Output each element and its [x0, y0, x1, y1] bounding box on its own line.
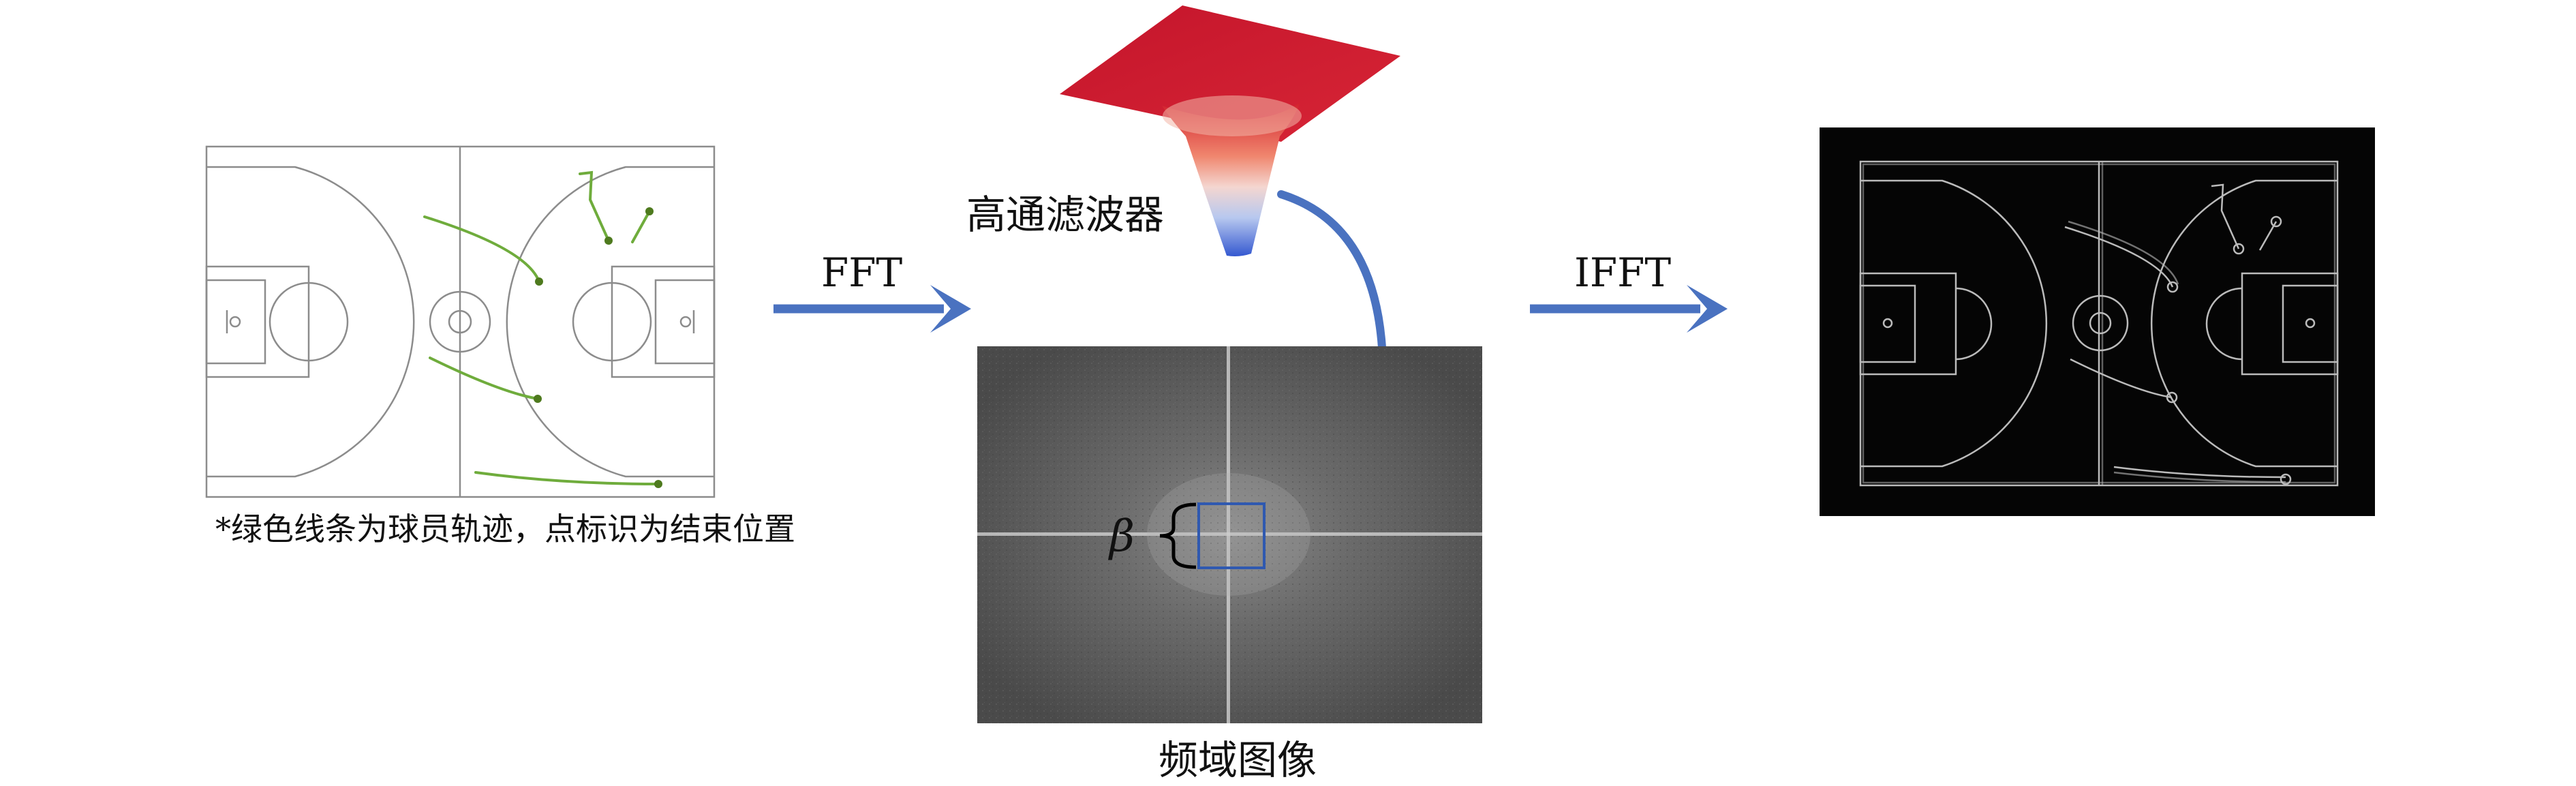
filtered-court-edges-icon [1820, 127, 2375, 516]
fft-arrow [773, 285, 971, 333]
fft-spectrum-image-icon [977, 346, 1482, 723]
beta-region-box [1197, 502, 1266, 569]
court-note: *绿色线条为球员轨迹，点标识为结束位置 [215, 511, 795, 547]
trajectory-2 [579, 170, 610, 242]
trajectory-4 [429, 357, 539, 400]
frequency-image-label: 频域图像 [1159, 737, 1317, 783]
trajectory-5 [474, 471, 660, 485]
trajectory-end-dots [534, 207, 662, 488]
beta-label: β [1108, 511, 1135, 562]
trajectory-1 [423, 215, 540, 283]
ifft-arrow [1530, 285, 1728, 333]
basketball-court-diagram-icon [205, 145, 716, 498]
ifft-label: IFFT [1574, 250, 1671, 296]
beta-bracket [1159, 502, 1197, 569]
trajectory-3 [631, 210, 651, 243]
highpass-filter-label: 高通滤波器 [966, 192, 1164, 238]
court-diagram [205, 145, 716, 498]
player-trajectories [423, 170, 660, 485]
high-pass-filter-surface-icon [1060, 5, 1400, 256]
fft-label: FFT [821, 250, 902, 296]
